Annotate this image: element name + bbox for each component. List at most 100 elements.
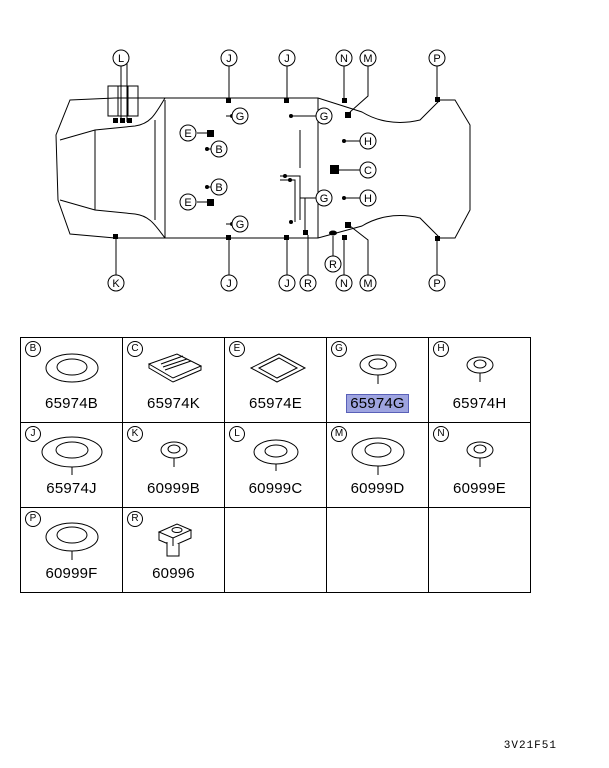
- underbody-diagram: L J J N M P K J J R R N M P E B B E G G …: [55, 49, 471, 292]
- part-letter: G: [331, 341, 347, 357]
- part-number: 60999C: [248, 480, 303, 497]
- svg-text:J: J: [226, 53, 232, 65]
- part-cell[interactable]: C 65974K: [122, 337, 225, 423]
- callout-J: J: [278, 274, 296, 292]
- part-number: 65974J: [46, 480, 97, 497]
- svg-text:P: P: [433, 53, 440, 65]
- grommet-small-icon: [359, 354, 397, 384]
- part-number: 65974H: [452, 395, 507, 412]
- part-number: 65974B: [45, 395, 98, 412]
- svg-text:E: E: [184, 128, 191, 140]
- svg-text:M: M: [363, 278, 372, 290]
- front-inner-outline: [59, 97, 166, 141]
- callout-C: C: [359, 161, 377, 179]
- callout-G: G: [231, 215, 249, 233]
- table-row: P 60999F R 60996: [20, 507, 531, 593]
- table-row: J 65974J K 60999B L 60999C M: [20, 422, 531, 508]
- callout-J: J: [278, 49, 296, 67]
- part-cell[interactable]: M 60999D: [326, 422, 429, 508]
- grommet-mini-icon: [160, 441, 188, 467]
- part-cell[interactable]: L 60999C: [224, 422, 327, 508]
- empty-cell: [428, 507, 531, 593]
- svg-text:M: M: [363, 53, 372, 65]
- grommet-mini-icon: [466, 441, 494, 467]
- part-number: 60999D: [350, 480, 405, 497]
- svg-text:B: B: [215, 182, 222, 194]
- part-letter: L: [229, 426, 245, 442]
- callout-P: P: [428, 274, 446, 292]
- callout-J: J: [220, 49, 238, 67]
- svg-text:G: G: [236, 219, 245, 231]
- callout-M: M: [359, 274, 377, 292]
- svg-text:N: N: [340, 278, 348, 290]
- callout-E: E: [179, 193, 197, 211]
- grommet-oval-icon: [45, 353, 99, 383]
- svg-text:H: H: [364, 136, 372, 148]
- part-cell[interactable]: J 65974J: [20, 422, 123, 508]
- svg-text:G: G: [236, 111, 245, 123]
- body-outline: [55, 97, 471, 239]
- callout-B: B: [210, 140, 228, 158]
- callout-E: E: [179, 124, 197, 142]
- callout-K: K: [107, 274, 125, 292]
- part-cell[interactable]: B 65974B: [20, 337, 123, 423]
- callout-J: J: [220, 274, 238, 292]
- plug-square-icon: [249, 353, 307, 383]
- svg-text:J: J: [284, 53, 290, 65]
- part-cell[interactable]: K 60999B: [122, 422, 225, 508]
- grommet-large-icon: [45, 522, 99, 560]
- svg-text:G: G: [320, 111, 329, 123]
- part-number: 60999B: [147, 480, 200, 497]
- callout-L: L: [112, 49, 130, 67]
- part-cell[interactable]: P 60999F: [20, 507, 123, 593]
- part-number: 65974G: [327, 394, 428, 413]
- figure-code: 3V21F51: [503, 740, 557, 752]
- part-number: 60999E: [453, 480, 506, 497]
- grommet-large-icon: [41, 436, 103, 475]
- callout-G: G: [231, 107, 249, 125]
- parts-table: B 65974B C 65974K E 65974E G: [20, 337, 531, 593]
- part-cell[interactable]: H 65974H: [428, 337, 531, 423]
- empty-cell: [326, 507, 429, 593]
- part-letter: C: [127, 341, 143, 357]
- callout-B: B: [210, 178, 228, 196]
- part-cell[interactable]: R 60996: [122, 507, 225, 593]
- svg-text:P: P: [433, 278, 440, 290]
- svg-text:N: N: [340, 53, 348, 65]
- callout-M: M: [359, 49, 377, 67]
- part-letter: H: [433, 341, 449, 357]
- l-bracket-group: [107, 58, 139, 122]
- svg-text:B: B: [215, 144, 222, 156]
- callout-N: N: [335, 274, 353, 292]
- part-cell[interactable]: G 65974G: [326, 337, 429, 423]
- part-cell[interactable]: N 60999E: [428, 422, 531, 508]
- part-letter: M: [331, 426, 347, 442]
- svg-text:E: E: [184, 197, 191, 209]
- leader-lines: [115, 66, 438, 275]
- svg-text:G: G: [320, 193, 329, 205]
- plug-rectangular-ribbed-icon: [147, 353, 203, 383]
- part-letter: K: [127, 426, 143, 442]
- part-cell[interactable]: E 65974E: [224, 337, 327, 423]
- svg-text:J: J: [284, 278, 290, 290]
- clip-block-icon: [157, 523, 193, 557]
- part-number: 60996: [152, 565, 195, 582]
- part-letter: E: [229, 341, 245, 357]
- callout-R: R: [324, 255, 342, 273]
- svg-text:K: K: [112, 278, 120, 290]
- part-number: 65974K: [147, 395, 200, 412]
- callouts: L J J N M P K J J R R N M P E B B E G G …: [107, 49, 446, 292]
- part-number: 60999F: [45, 565, 98, 582]
- part-letter: B: [25, 341, 41, 357]
- svg-text:L: L: [118, 53, 124, 65]
- callout-P: P: [428, 49, 446, 67]
- svg-text:R: R: [329, 259, 337, 271]
- part-letter: R: [127, 511, 143, 527]
- grommet-oval-icon: [253, 439, 299, 471]
- svg-text:J: J: [226, 278, 232, 290]
- svg-text:H: H: [364, 193, 372, 205]
- table-row: B 65974B C 65974K E 65974E G: [20, 337, 531, 423]
- part-letter: N: [433, 426, 449, 442]
- empty-cell: [224, 507, 327, 593]
